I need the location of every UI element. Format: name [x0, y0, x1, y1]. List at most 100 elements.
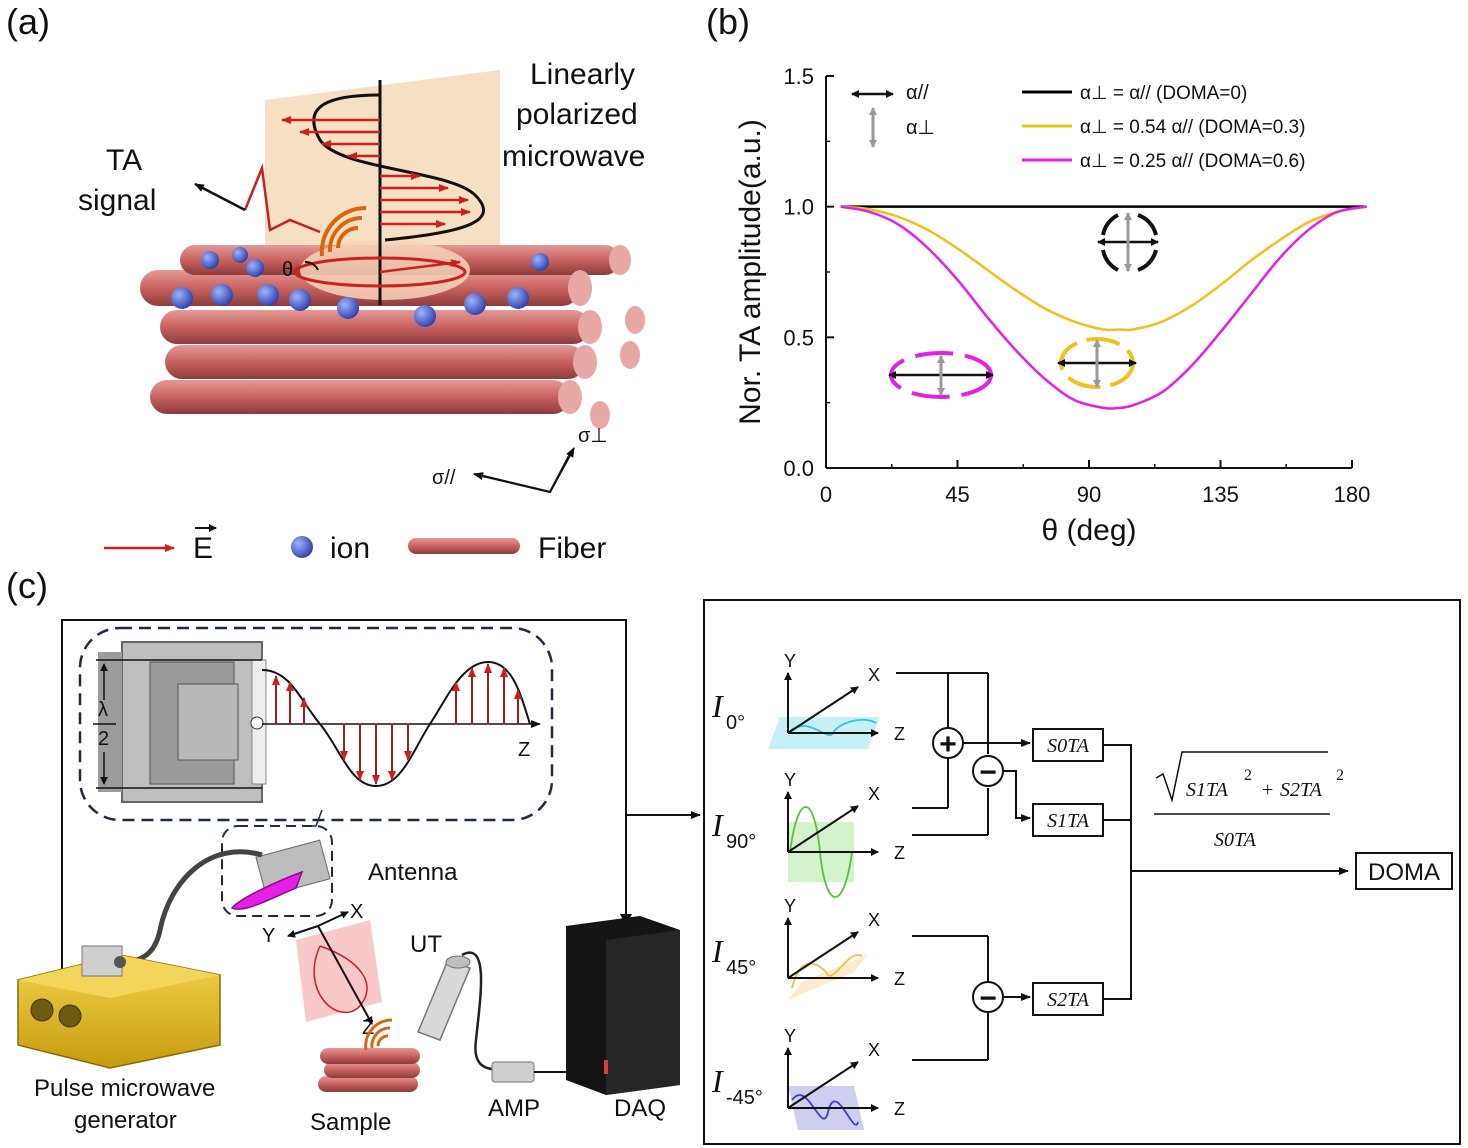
sigma-par-label: σ//: [432, 467, 456, 489]
antenna-field-inset: [78, 626, 554, 822]
standing-wave: [261, 660, 531, 788]
s0-label: S0TA: [1047, 735, 1090, 757]
intensity-label-1: I: [711, 807, 724, 843]
ta-label-2: signal: [78, 184, 156, 217]
legend-fiber-icon: [408, 538, 520, 554]
ion: [289, 289, 311, 311]
trigger-wire: [61, 619, 627, 975]
local-y-axis: [287, 925, 319, 938]
doma06-glyph: [888, 351, 994, 399]
standing-wave-vectors: [272, 663, 522, 785]
y-axis-label: Nor. TA amplitude(a.u.): [734, 119, 767, 425]
row-z-label-0: Z: [894, 724, 905, 744]
panel-label-a: (a): [6, 1, 50, 42]
antenna-callout: [305, 809, 323, 827]
row-x-label-3: X: [868, 1040, 880, 1060]
series-line-1: [840, 205, 1367, 332]
plus-sign: +: [939, 728, 957, 761]
row-x-label-2: X: [868, 910, 880, 930]
panel-c: (c) λ 2 Z: [6, 565, 1461, 1145]
formula-s1: S1TA: [1186, 779, 1229, 801]
generator-label-1: Pulse microwave: [34, 1075, 215, 1102]
ut-cable: [461, 951, 497, 1072]
ion: [257, 284, 279, 306]
x-tick-label: 90: [1077, 482, 1101, 507]
ion: [507, 287, 529, 309]
polarization-patch: [296, 920, 382, 1022]
generator-label-2: generator: [74, 1107, 177, 1134]
local-z-label: Z: [362, 1017, 374, 1039]
ta-label-1: TA: [106, 144, 142, 177]
intensity-label-3: I: [711, 1063, 724, 1099]
heating-spot: [300, 240, 470, 300]
row-x-label-1: X: [868, 784, 880, 804]
sample-label: Sample: [310, 1109, 391, 1136]
alpha-perp-label: α⊥: [906, 117, 935, 139]
row-x-axis-2: [787, 931, 859, 979]
y-tick-label: 0.0: [783, 456, 814, 481]
processing-box: [703, 599, 1461, 1145]
legend-fiber-label: Fiber: [538, 532, 606, 565]
row-y-label-1: Y: [784, 770, 796, 790]
minus-to-s1: [1003, 770, 1031, 822]
legend-label-2: α⊥ = 0.25 α// (DOMA=0.6): [1080, 151, 1305, 172]
formula-plus: +: [1262, 779, 1273, 801]
local-z-axis: [317, 925, 373, 1025]
horn-antenna-drawing: [98, 641, 267, 803]
fiber-bundle: [140, 245, 645, 429]
x-tick-label: 180: [1334, 482, 1371, 507]
row-y-label-2: Y: [784, 896, 796, 916]
ta-wave-icon: [319, 205, 367, 257]
x-axis-label: θ (deg): [1041, 514, 1136, 547]
ultrasound-transducer: [417, 955, 471, 1041]
theta-label: θ: [282, 259, 293, 281]
series-line-2: [840, 205, 1367, 410]
lambda-denominator: 2: [98, 728, 109, 750]
s2-label: S2TA: [1047, 989, 1090, 1011]
antenna-cable: [121, 849, 263, 965]
microwave-label-1: Linearly: [530, 58, 635, 91]
intensity-label-2: I: [711, 933, 724, 969]
legend-ion-icon: [291, 536, 313, 558]
antenna-label: Antenna: [368, 859, 458, 886]
doma-output-label: DOMA: [1368, 859, 1440, 886]
intensity-label-0: I: [711, 688, 724, 724]
formula-s2: S2TA: [1280, 779, 1323, 801]
legend-label-1: α⊥ = 0.54 α// (DOMA=0.3): [1080, 117, 1305, 138]
y-tick-label: 1.5: [783, 64, 814, 89]
row-x-label-0: X: [868, 665, 880, 685]
alpha-par-label: α//: [906, 82, 929, 104]
ion-group: [171, 247, 549, 327]
e-field-vectors: [281, 116, 471, 274]
intensity-sub-0: 0°: [726, 712, 745, 734]
y-tick-label: 0.5: [783, 325, 814, 350]
z-axis-label: Z: [518, 739, 530, 761]
local-x-axis: [317, 911, 349, 927]
s1-label: S1TA: [1047, 810, 1090, 832]
ion: [201, 251, 219, 269]
ta-signal-arrow: [194, 182, 246, 212]
ta-signal-trace: [243, 163, 321, 234]
legend-ion-label: ion: [330, 532, 370, 565]
x-tick-label: 0: [820, 482, 832, 507]
sigma-perp-arrow: [549, 447, 575, 493]
y-tick-label: 1.0: [783, 195, 814, 220]
ion: [246, 259, 264, 277]
ion: [171, 287, 193, 309]
antenna-beam-icon: [230, 870, 304, 910]
doma-formula: S1TA 2 + S2TA 2 S0TA: [1154, 751, 1344, 851]
doma0-glyph: [1097, 212, 1159, 272]
row-y-label-3: Y: [784, 1026, 796, 1046]
x-tick-label: 135: [1202, 482, 1239, 507]
legend-e-label: E: [193, 532, 213, 565]
minus-sign-2: −: [979, 982, 997, 1015]
amp-device: [491, 1061, 535, 1083]
s-combine-wire: [1103, 744, 1132, 1000]
daq-label: DAQ: [614, 1095, 666, 1122]
row-y-label-0: Y: [784, 651, 796, 671]
row-z-label-2: Z: [894, 969, 905, 989]
field-rotation-ring: [293, 256, 467, 288]
